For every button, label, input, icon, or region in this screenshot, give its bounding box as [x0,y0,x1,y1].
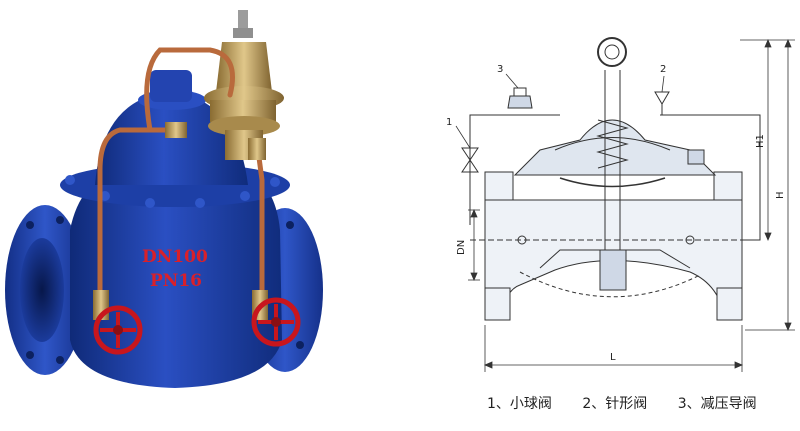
valve-photo: DN100 PN16 [5,10,323,388]
legend-item-pilot-valve: 3、减压导阀 [677,396,757,412]
callout-3: 3 [497,64,503,75]
dimension-dn: DN [456,240,467,255]
pilot-valve-symbol [507,95,533,109]
cast-text-dn: DN100 [142,247,208,267]
valve-body: DN100 PN16 [60,70,290,388]
callout-1: 1 [446,117,452,128]
dimension-h: H [775,191,786,199]
cast-text-pn: PN16 [150,271,202,291]
left-flange [5,205,85,375]
left-handwheel [93,305,143,355]
dimension-h1: H1 [755,134,766,148]
needle-valve-symbol [654,91,670,105]
dimension-l: L [610,352,616,363]
legend-item-needle-valve: 2、针形阀 [582,396,648,412]
callout-2: 2 [660,64,666,75]
legend-item-ball-valve: 1、小球阀 [487,396,552,412]
valve-section-drawing: 1 3 2 H1 H DN L [446,37,795,372]
right-handwheel [251,297,301,347]
parts-legend: 1、小球阀 2、针形阀 3、减压导阀 [487,393,783,413]
